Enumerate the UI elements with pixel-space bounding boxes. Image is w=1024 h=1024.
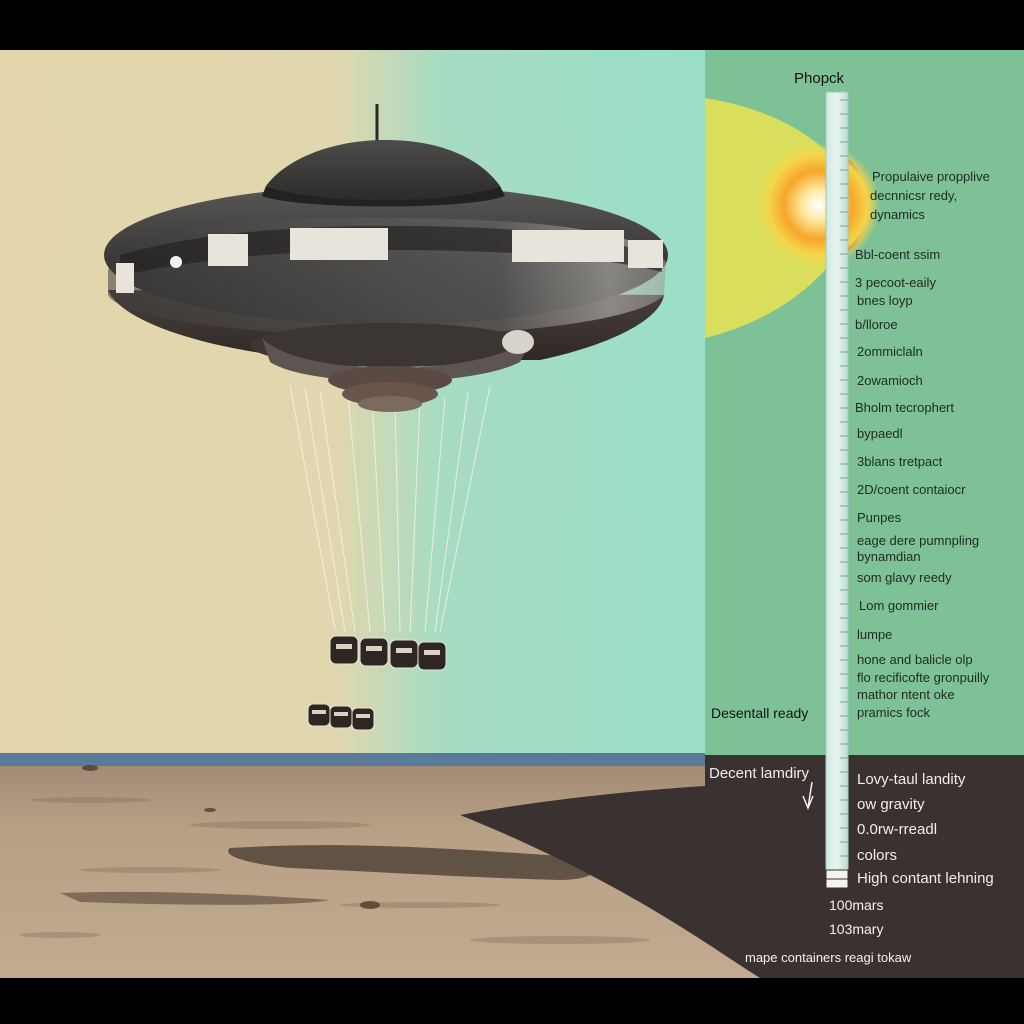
- scale-label: som glavy reedy: [857, 570, 952, 585]
- scale-label: bynamdian: [857, 549, 921, 564]
- lower-label: 100mars: [829, 897, 884, 913]
- scale-label: 3blans tretpact: [857, 454, 943, 469]
- scale-label: Bbl-coent ssim: [855, 247, 941, 262]
- saucer-spacecraft: [104, 104, 668, 412]
- scale-label: eage dere pumnpling: [857, 533, 980, 548]
- scale-label: Punpes: [857, 510, 902, 525]
- scale-label: Lom gommier: [859, 598, 939, 613]
- scale-label: bypaedl: [857, 426, 903, 441]
- footer-text: mape containers reagi tokaw: [745, 950, 912, 965]
- descent-landing-label: Decent lamdiry: [709, 765, 810, 782]
- lower-label: 103mary: [829, 921, 884, 937]
- scale-label: 2D/coent contaiocr: [857, 482, 966, 497]
- lower-label: ow gravity: [857, 796, 925, 813]
- scale-label: Bholm tecrophert: [855, 400, 954, 415]
- scale-label: lumpe: [857, 627, 893, 642]
- descent-ready-label: Desentall ready: [711, 705, 809, 721]
- lower-label: 0.0rw-rreadl: [857, 821, 938, 838]
- lower-label: colors: [857, 847, 898, 864]
- scale-label: pramics fock: [857, 705, 930, 720]
- scale-label: 2owamioch: [857, 373, 923, 388]
- scale-label: flo recificofte gronpuilly: [857, 670, 990, 685]
- payload-cluster-upper: [329, 635, 447, 671]
- propulsion-callout-line-2: decnnicsr redy,: [870, 188, 958, 203]
- scale-label: hone and balicle olp: [857, 652, 973, 667]
- lower-label: High contant lehning: [857, 870, 994, 887]
- scale-label: b/lloroe: [855, 317, 898, 332]
- header-title: Phopck: [794, 70, 845, 87]
- scale-label: 3 pecoot-eaily: [855, 275, 936, 290]
- scale-label: 2ommiclaln: [857, 344, 923, 359]
- propulsion-callout-line-3: dynamics: [870, 207, 925, 222]
- scale-label: mathor ntent oke: [857, 687, 955, 702]
- propulsion-callout-line-1: Propulaive propplive: [872, 169, 990, 184]
- payload-cluster-lower: [307, 703, 375, 731]
- scale-label: bnes loyp: [857, 293, 913, 308]
- lower-label: Lovy-taul landity: [857, 771, 966, 788]
